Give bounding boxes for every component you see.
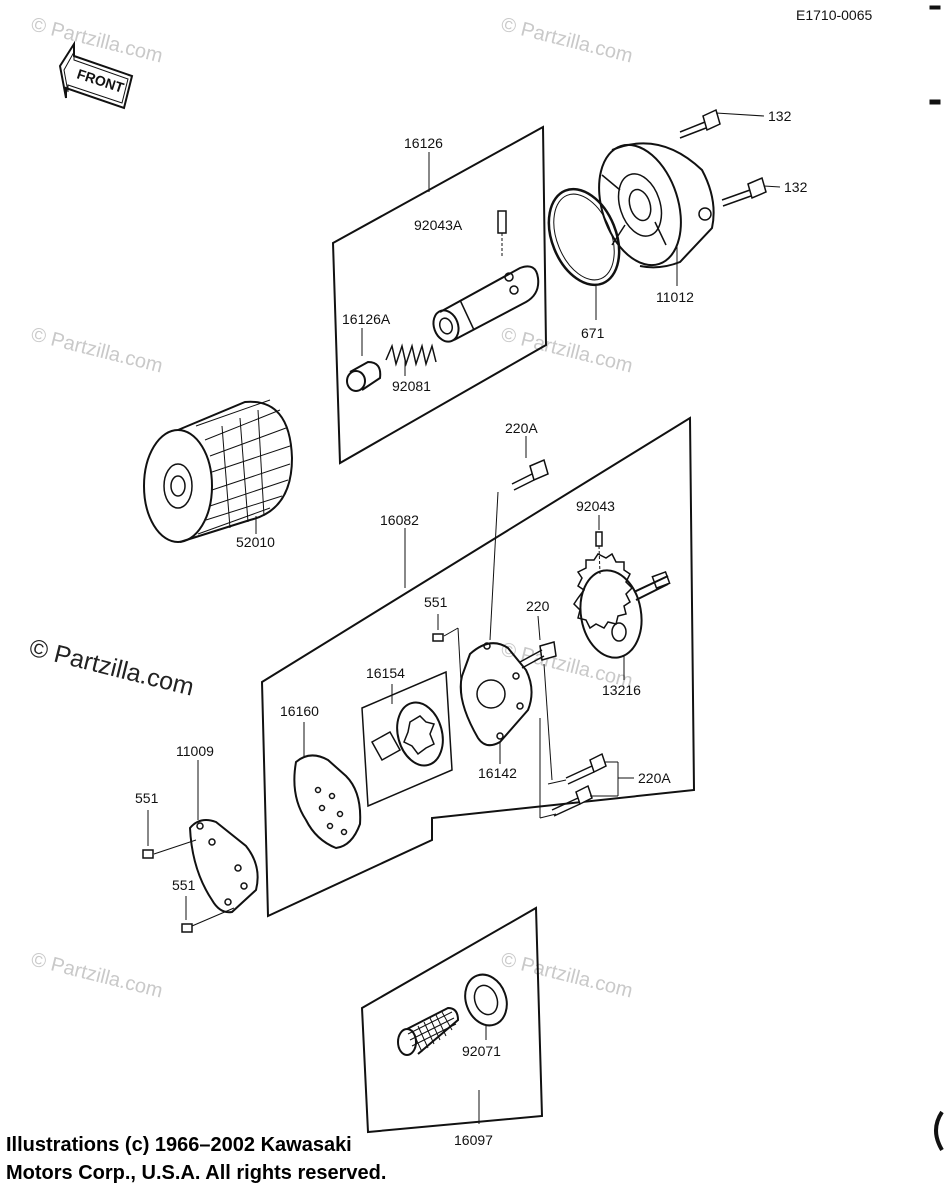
part-label-92043A: 92043A (414, 217, 463, 233)
part-label-16142: 16142 (478, 765, 517, 781)
bolt-icon (679, 108, 765, 139)
part-label-11012: 11012 (656, 289, 694, 305)
part-label-92043: 92043 (576, 498, 615, 514)
part-label-551: 551 (172, 877, 196, 893)
part-label-92071: 92071 (462, 1043, 501, 1059)
margin-mark (929, 5, 941, 10)
relief-valve-assembly (331, 125, 548, 465)
part-label-52010: 52010 (236, 534, 275, 550)
copyright-line-2: Motors Corp., U.S.A. All rights reserved… (6, 1162, 387, 1184)
watermark: © Partzilla.com (499, 949, 635, 1003)
pump-cover-plate (142, 760, 259, 933)
bolt-icon (721, 176, 781, 207)
watermark: © Partzilla.com (29, 324, 165, 378)
part-label-16154: 16154 (366, 665, 405, 681)
pump-cover-assembly (547, 108, 781, 320)
strainer-assembly (360, 906, 544, 1134)
watermark: © Partzilla.com (29, 14, 165, 68)
part-label-551: 551 (135, 790, 159, 806)
part-label-92081: 92081 (392, 378, 431, 394)
watermark: © Partzilla.com (29, 949, 165, 1003)
part-label-551: 551 (424, 594, 448, 610)
margin-mark (934, 1110, 944, 1152)
part-label-13216: 13216 (602, 682, 641, 698)
part-label-220: 220 (526, 598, 550, 614)
part-label-671: 671 (581, 325, 605, 341)
margin-mark (929, 99, 941, 105)
part-label-132: 132 (784, 179, 808, 195)
diagram-code: E1710-0065 (796, 7, 873, 23)
part-label-16126A: 16126A (342, 311, 391, 327)
part-label-16097: 16097 (454, 1132, 493, 1148)
oil-filter-icon (143, 399, 294, 543)
oil-pump-assembly (260, 416, 696, 918)
part-label-16082: 16082 (380, 512, 419, 528)
front-arrow-icon: FRONT (58, 40, 134, 110)
watermark: © Partzilla.com (499, 324, 635, 378)
part-label-220A: 220A (638, 770, 671, 786)
part-label-220A: 220A (505, 420, 538, 436)
watermark-main: © Partzilla.com (27, 634, 197, 702)
part-label-132: 132 (768, 108, 792, 124)
part-label-16126: 16126 (404, 135, 443, 151)
part-label-11009: 11009 (176, 743, 214, 759)
part-label-16160: 16160 (280, 703, 319, 719)
copyright-line-1: Illustrations (c) 1966–2002 Kawasaki (6, 1134, 352, 1156)
watermark: © Partzilla.com (499, 14, 635, 68)
